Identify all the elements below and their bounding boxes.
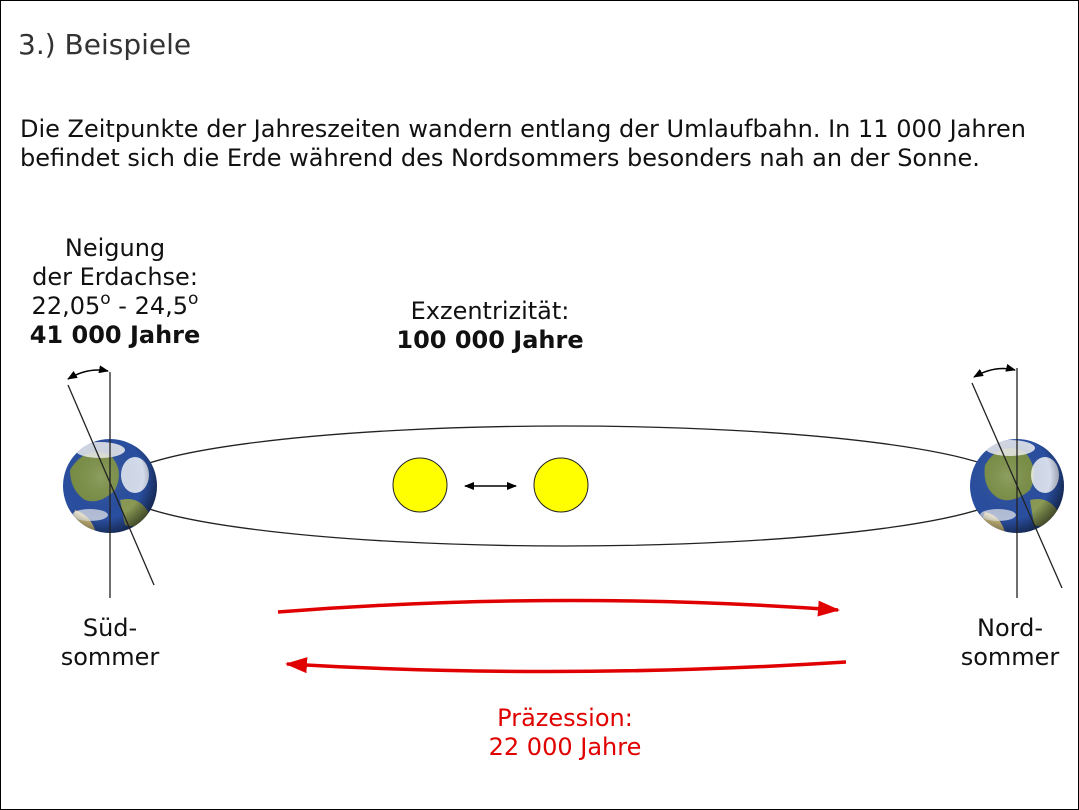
north-summer-line-1: Nord-	[977, 614, 1043, 642]
axis-tilted-left	[67, 384, 155, 586]
eccentricity-period: 100 000 Jahre	[396, 326, 584, 354]
tilt-range-max: - 24,5	[110, 292, 189, 320]
tilt-arrow-left	[67, 365, 109, 380]
precession-label: Präzession: 22 000 Jahre	[440, 704, 690, 762]
tilt-arrow-right	[973, 363, 1016, 378]
precession-period: 22 000 Jahre	[488, 733, 642, 761]
earth-right	[970, 439, 1064, 533]
tilt-line-2: der Erdachse:	[32, 263, 198, 291]
precession-title: Präzession:	[497, 704, 633, 732]
south-summer-line-2: sommer	[60, 643, 160, 671]
tilt-period: 41 000 Jahre	[29, 321, 201, 349]
sun-left	[392, 457, 448, 513]
eccentricity-label: Exzentrizität: 100 000 Jahre	[370, 297, 610, 355]
degree-sign: o	[100, 289, 111, 309]
north-summer-label: Nord- sommer	[945, 614, 1075, 672]
tilt-line-1: Neigung	[64, 234, 166, 262]
precession-arrow-right	[277, 598, 840, 617]
tilt-range-min: 22,05	[31, 292, 101, 320]
south-summer-line-1: Süd-	[82, 614, 138, 642]
degree-sign: o	[188, 289, 199, 309]
north-summer-line-2: sommer	[960, 643, 1060, 671]
description-paragraph: Die Zeitpunkte der Jahreszeiten wandern …	[20, 115, 1026, 172]
slide-title: 3.) Beispiele	[18, 28, 192, 61]
south-summer-label: Süd- sommer	[40, 614, 180, 672]
sun-right	[533, 457, 589, 513]
tilt-label: Neigung der Erdachse: 22,05o - 24,5o 41 …	[10, 234, 220, 350]
eccentricity-title: Exzentrizität:	[410, 297, 570, 325]
precession-arrow-left	[285, 657, 847, 674]
tilt-range: 22,05o - 24,5o	[10, 289, 220, 321]
axis-tilted-right	[971, 382, 1063, 589]
